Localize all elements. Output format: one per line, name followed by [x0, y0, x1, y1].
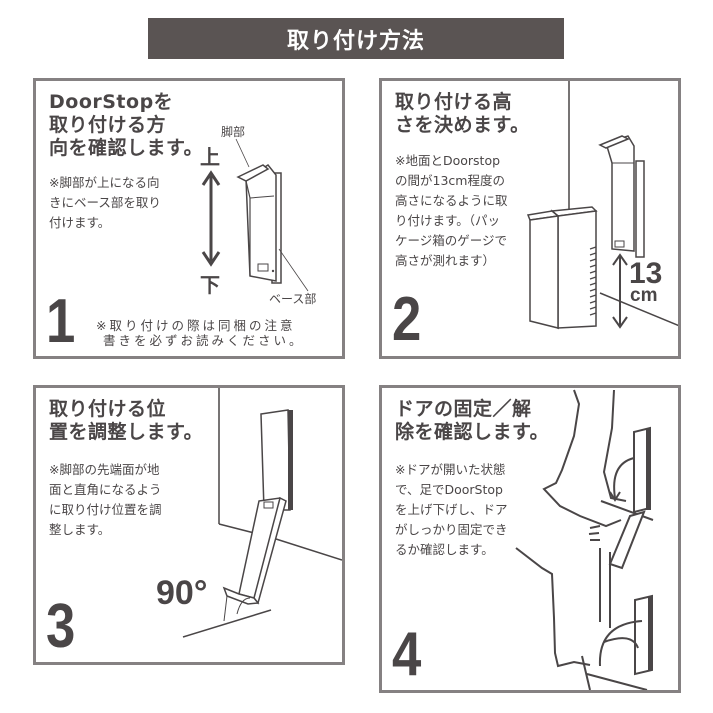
foot-operation-illustration: [515, 389, 654, 690]
step-4-note: ※ドアが開いた状態 で、足でDoorStop を上げ下げし、ドア がしっかり固定…: [395, 462, 508, 557]
measure-unit: cm: [630, 285, 658, 306]
page-title: 取り付け方法: [286, 28, 425, 54]
step-1-panel: DoorStopを 取り付ける方 向を確認します。 ※脚部が上になる向 きにベー…: [33, 78, 345, 359]
step-1-title: DoorStopを 取り付ける方 向を確認します。: [49, 91, 204, 159]
base-label: ベース部: [269, 292, 317, 306]
step-4-number: 4: [392, 620, 422, 689]
step-1-number: 1: [46, 287, 76, 356]
step-3-number: 3: [46, 592, 76, 661]
caution-text: ※取り付けの際は同梱の注意 書きを必ずお読みください。: [96, 318, 305, 348]
step-2-number: 2: [392, 285, 422, 354]
step-3-title: 取り付ける位 置を調整します。: [49, 398, 204, 443]
down-label: 下: [200, 273, 220, 297]
step-1-note: ※脚部が上になる向 きにベース部を取り 付けます。: [49, 175, 161, 230]
doorstop-orientation-illustration: [201, 138, 309, 292]
step-2-note: ※地面とDoorstop の間が13cm程度の 高さになるように取 り付けます。…: [395, 153, 508, 268]
step-3-panel: 取り付ける位 置を調整します。 ※脚部の先端面が地 面と直角になるよう に取り付…: [33, 385, 345, 665]
step-2-title: 取り付ける高 さを決めます。: [395, 91, 530, 136]
height-measurement-illustration: [526, 81, 678, 330]
step-4-title: ドアの固定／解 除を確認します。: [395, 398, 550, 443]
step-2-panel: 取り付ける高 さを決めます。 ※地面とDoorstop の間が13cm程度の 高…: [379, 78, 681, 359]
page-title-banner: 取り付け方法: [148, 18, 564, 59]
leg-label: 脚部: [221, 125, 246, 139]
step-3-note: ※脚部の先端面が地 面と直角になるよう に取り付け位置を調 整します。: [49, 462, 162, 537]
measure-value: 13: [629, 257, 663, 290]
angle-label: 90°: [156, 574, 208, 612]
up-label: 上: [200, 145, 220, 169]
angle-adjust-illustration: [182, 388, 342, 638]
step-4-panel: ドアの固定／解 除を確認します。 ※ドアが開いた状態 で、足でDoorStop …: [379, 385, 681, 693]
